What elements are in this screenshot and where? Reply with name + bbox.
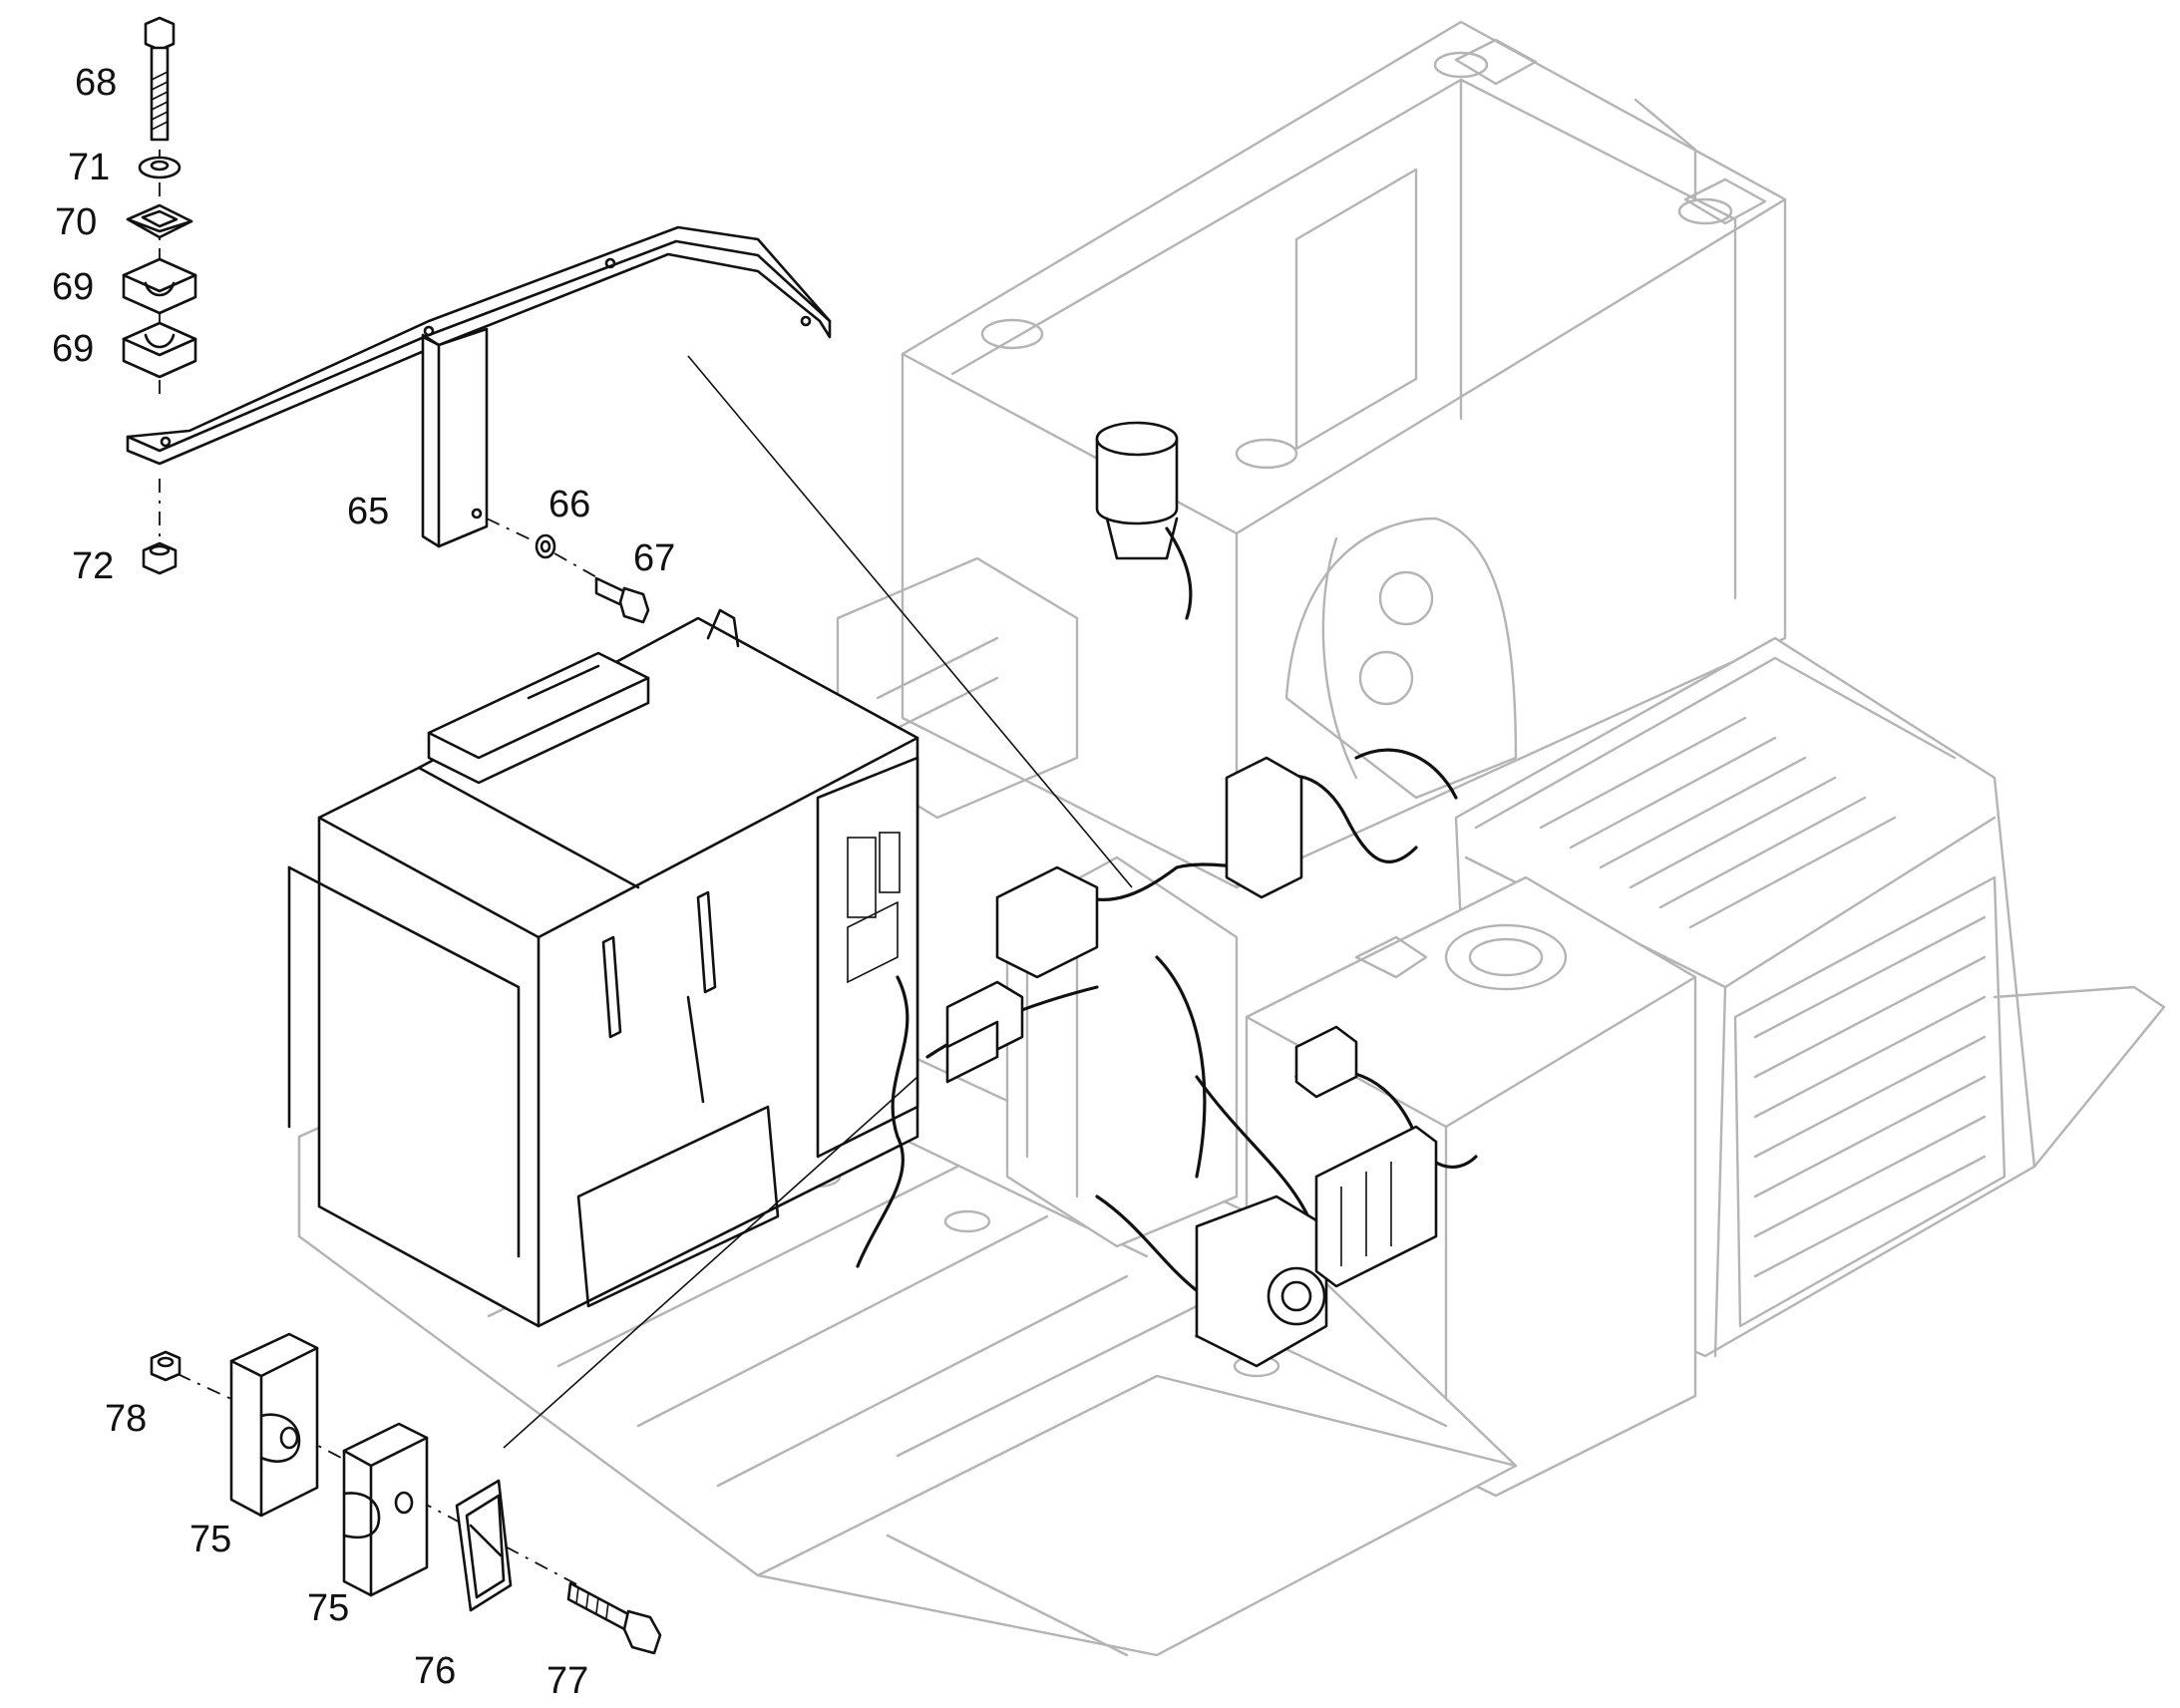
clamp-half-part-69-upper (122, 257, 197, 315)
nut-part-78 (150, 1350, 182, 1382)
label-part-75: 75 (189, 1519, 231, 1560)
electrical-harness (856, 421, 1478, 1368)
label-part-70: 70 (55, 201, 97, 243)
clamp-half-part-75-rear (229, 1332, 319, 1518)
label-part-66: 66 (548, 484, 590, 525)
label-part-68: 68 (75, 62, 117, 104)
label-part-77: 77 (546, 1660, 588, 1702)
label-part-71: 71 (68, 147, 110, 188)
battery-box-assembly (287, 608, 919, 1328)
bolt-part-68 (144, 16, 176, 142)
bolt-part-67 (594, 576, 650, 624)
washer-part-66 (535, 533, 556, 559)
bolt-part-77 (566, 1581, 662, 1655)
clamp-half-part-69-lower (122, 321, 197, 379)
nut-part-72 (142, 541, 178, 575)
leader-line-lower (503, 1076, 918, 1449)
label-part-78: 78 (105, 1398, 147, 1440)
upper-fastener-stack (122, 16, 197, 575)
lower-clamp-group (150, 1332, 662, 1655)
label-part-65: 65 (347, 491, 389, 532)
plate-part-70 (126, 203, 193, 239)
label-part-76: 76 (414, 1650, 456, 1692)
leader-line-upper (687, 355, 1133, 888)
label-part-75: 75 (307, 1587, 349, 1629)
hood-vent-slots (1539, 716, 1897, 929)
clamp-half-part-75-front (342, 1422, 429, 1597)
label-part-72: 72 (72, 545, 114, 587)
label-part-69: 69 (52, 328, 94, 370)
plate-part-76 (455, 1479, 513, 1612)
label-part-69: 69 (52, 266, 94, 308)
side-fastener-group (486, 517, 650, 624)
part-labels: 68 71 70 69 69 72 65 66 67 78 75 75 76 7… (52, 62, 675, 1702)
mounting-bracket-part-65 (126, 225, 832, 548)
washer-part-71 (138, 156, 182, 179)
label-part-67: 67 (633, 537, 675, 579)
side-grille-slots (1753, 915, 1987, 1278)
